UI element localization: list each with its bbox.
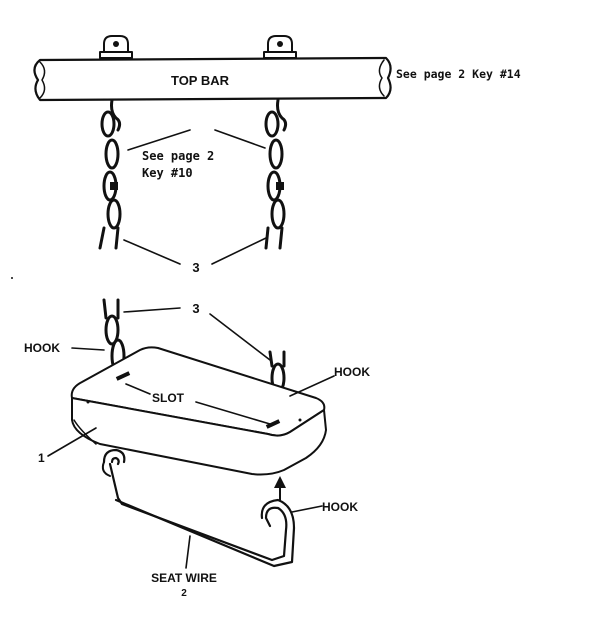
- top-bar: TOP BAR: [33, 35, 392, 102]
- stray-mark: [11, 277, 13, 279]
- hook-left-label: HOOK: [24, 341, 60, 355]
- chain-number-lower: 3: [192, 301, 199, 316]
- seat-wire-number: 2: [181, 588, 187, 599]
- up-arrow-icon: [274, 476, 286, 501]
- seat-number-leader: [47, 427, 97, 457]
- hook-bottom-label: HOOK: [322, 500, 358, 514]
- chain-number-upper: 3: [192, 260, 199, 275]
- chain-upper-left: [98, 98, 122, 250]
- seat-wire-label: SEAT WIRE: [151, 571, 217, 585]
- seat-wire-leader: [185, 535, 191, 569]
- top-bar-reference: See page 2 Key #14: [396, 67, 521, 81]
- swing-seat: [70, 346, 327, 476]
- slot-label: SLOT: [152, 391, 185, 405]
- chain-number-lower-leaders: [123, 307, 271, 361]
- hook-right-label: HOOK: [334, 365, 370, 379]
- seat-number: 1: [38, 451, 45, 465]
- hook-left-leader: [71, 347, 105, 351]
- top-bar-clamp-left: [99, 35, 133, 59]
- chain-upper-right: [264, 98, 288, 250]
- top-bar-label: TOP BAR: [171, 73, 230, 88]
- chain-number-upper-leaders: [123, 237, 267, 265]
- chain-reference-line2: Key #10: [142, 166, 193, 180]
- chain-reference-leaders: [127, 129, 266, 151]
- hook-bottom-leader: [291, 505, 323, 513]
- top-bar-clamp-right: [263, 35, 297, 59]
- slot-leader-right: [195, 401, 271, 425]
- slot-leader-left: [125, 383, 151, 395]
- chain-reference-line1: See page 2: [142, 149, 214, 163]
- hook-right-leader: [289, 375, 335, 397]
